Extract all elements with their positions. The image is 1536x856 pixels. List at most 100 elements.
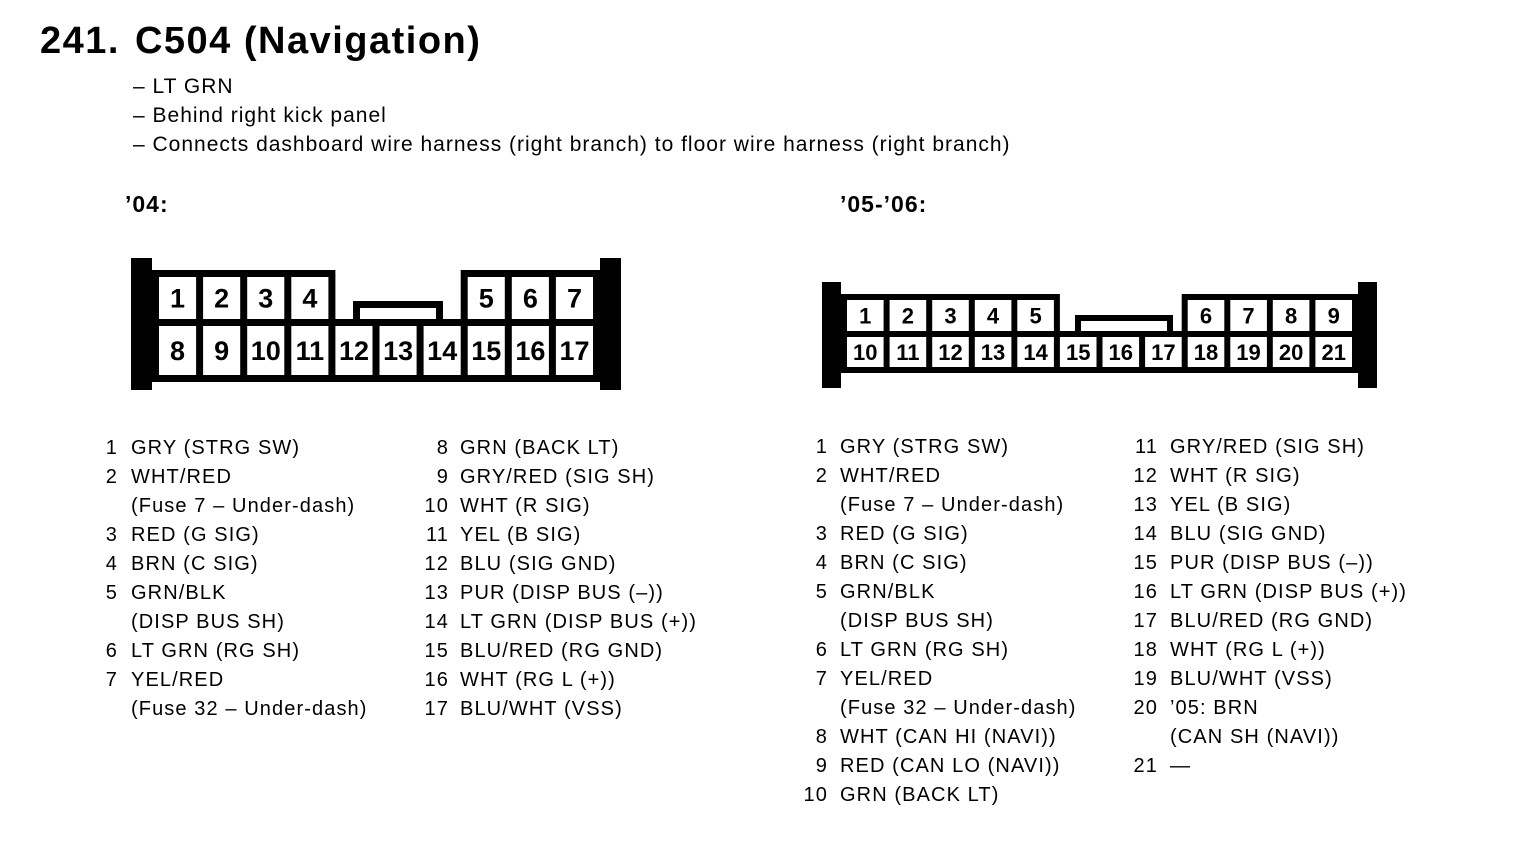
- note-connector-color: – LT GRN: [133, 75, 234, 98]
- pin-cell: [1145, 337, 1182, 367]
- pin-wire-label: GRY/RED (SIG SH): [1170, 436, 1366, 458]
- pin-number: 20: [1133, 697, 1158, 719]
- pin-cell: [889, 300, 927, 331]
- pin-number: 13: [1133, 494, 1158, 516]
- pin-cell: [247, 277, 285, 319]
- pin-number: 3: [105, 524, 118, 546]
- pin-cell: [467, 277, 505, 319]
- key-slot: [1081, 321, 1167, 331]
- pin-wire-label: YEL/RED (Fuse 32 – Under-dash): [131, 669, 368, 720]
- pin-cell-number: 10: [251, 336, 281, 366]
- pin-wire-label: YEL (B SIG): [460, 524, 582, 546]
- pin-cell: [1017, 337, 1054, 367]
- pin-cell-number: 18: [1194, 340, 1218, 365]
- pin-row: 16 WHT (RG L (+)): [415, 666, 697, 695]
- pin-number: 11: [426, 524, 449, 546]
- pin-wire-label: BLU/WHT (VSS): [1170, 668, 1333, 690]
- pin-cell-number: 9: [1328, 303, 1340, 328]
- pin-wire-label: PUR (DISP BUS (–)): [460, 582, 664, 604]
- pin-number: 14: [424, 611, 449, 633]
- pin-number: 9: [815, 755, 828, 777]
- pin-cell: [1272, 300, 1310, 331]
- pin-cell-number: 2: [214, 284, 229, 314]
- pin-cell: [1230, 337, 1267, 367]
- pin-row: 4 BRN (C SIG): [794, 549, 1077, 578]
- pin-number: 12: [1133, 465, 1158, 487]
- pin-cell-number: 6: [523, 284, 538, 314]
- title-text: C504 (Navigation): [134, 20, 482, 62]
- pin-number: 3: [815, 523, 828, 545]
- pin-number: 5: [815, 581, 828, 603]
- pin-number: 1: [105, 437, 118, 459]
- pin-cell-number: 4: [987, 303, 1000, 328]
- pin-wire-label: LT GRN (DISP BUS (+)): [460, 611, 698, 633]
- pin-number: 6: [105, 640, 118, 662]
- pin-wire-label: GRN (BACK LT): [840, 784, 1000, 806]
- pin-row: 20’05: BRN (CAN SH (NAVI)): [1124, 694, 1407, 752]
- pin-cell-number: 13: [981, 340, 1005, 365]
- pin-cell-number: 11: [896, 340, 919, 365]
- pin-row: 21—: [1124, 752, 1407, 781]
- pin-cell: [1102, 337, 1140, 367]
- pin-cell: [1272, 337, 1310, 367]
- pin-cell-number: 14: [1023, 340, 1048, 365]
- pin-number: 14: [1133, 523, 1158, 545]
- pin-cell: [1187, 337, 1225, 367]
- pin-wire-label: BRN (C SIG): [131, 553, 259, 575]
- pin-cell: [511, 277, 549, 319]
- pin-cell-number: 21: [1321, 340, 1345, 365]
- pin-number: 16: [424, 669, 449, 691]
- title-number: 241.: [40, 20, 120, 62]
- pin-cell-number: 9: [214, 336, 229, 366]
- pin-cell-number: 17: [1151, 340, 1175, 365]
- pin-cell: [203, 326, 241, 375]
- pin-cell-number: 4: [302, 284, 317, 314]
- pin-wire-label: BLU (SIG GND): [460, 553, 617, 575]
- pin-cell: [555, 277, 593, 319]
- pin-cell: [932, 337, 969, 367]
- pin-number: 7: [815, 668, 828, 690]
- pin-cell: [555, 326, 593, 375]
- pin-wire-label: BRN (C SIG): [840, 552, 968, 574]
- section-label-04: ’04:: [125, 191, 169, 217]
- pin-row: 14 LT GRN (DISP BUS (+)): [415, 608, 697, 637]
- pin-cell: [335, 326, 373, 375]
- pin-row: 13 PUR (DISP BUS (–)): [415, 579, 697, 608]
- pin-cell: [423, 326, 461, 375]
- pin-wire-label: GRN (BACK LT): [460, 437, 620, 459]
- pin-number: 5: [105, 582, 118, 604]
- pin-number: 8: [815, 726, 828, 748]
- pin-cell-number: 16: [1109, 340, 1133, 365]
- pin-cell-number: 8: [1285, 303, 1297, 328]
- pin-wire-label: LT GRN (RG SH): [131, 640, 301, 662]
- pin-cell: [291, 326, 329, 375]
- pin-cell-number: 11: [296, 336, 325, 366]
- pin-number: 4: [815, 552, 828, 574]
- pin-cell: [1315, 337, 1352, 367]
- pin-wire-label: WHT (RG L (+)): [460, 669, 616, 691]
- pin-cell: [932, 300, 969, 331]
- pin-cell: [467, 326, 505, 375]
- pin-wire-label: RED (CAN LO (NAVI)): [840, 755, 1061, 777]
- pin-cell-number: 3: [944, 303, 956, 328]
- pin-cell: [889, 337, 927, 367]
- pin-cell: [1187, 300, 1225, 331]
- pin-cell-number: 8: [170, 336, 185, 366]
- pin-number: 13: [424, 582, 449, 604]
- pin-cell-number: 15: [1066, 340, 1090, 365]
- pin-row: 6 LT GRN (RG SH): [90, 637, 368, 666]
